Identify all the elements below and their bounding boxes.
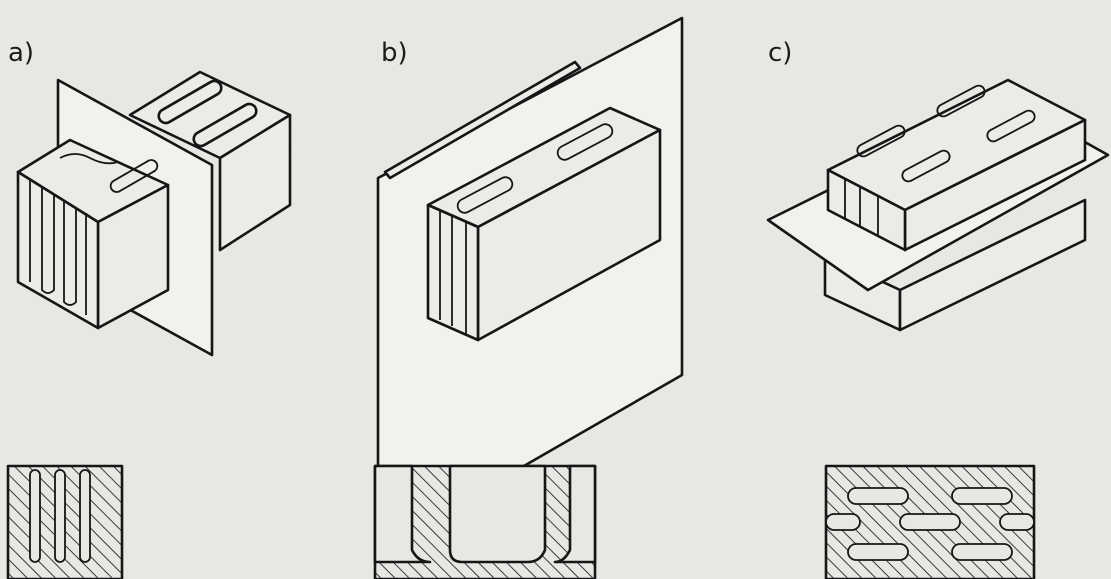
section-a <box>6 464 124 579</box>
block-a-back <box>128 70 292 252</box>
panel-a-label: a) <box>8 38 35 68</box>
panel-b-label: b) <box>381 38 408 68</box>
section-b <box>373 464 597 579</box>
block-a-front <box>16 138 170 330</box>
panel-b-diagram <box>376 16 684 552</box>
block-c-upper <box>826 78 1087 252</box>
panel-a-diagram <box>16 70 292 357</box>
panel-c-diagram <box>766 78 1110 332</box>
panel-c-label: c) <box>768 38 793 68</box>
block-b <box>426 106 662 342</box>
section-c <box>824 464 1036 579</box>
